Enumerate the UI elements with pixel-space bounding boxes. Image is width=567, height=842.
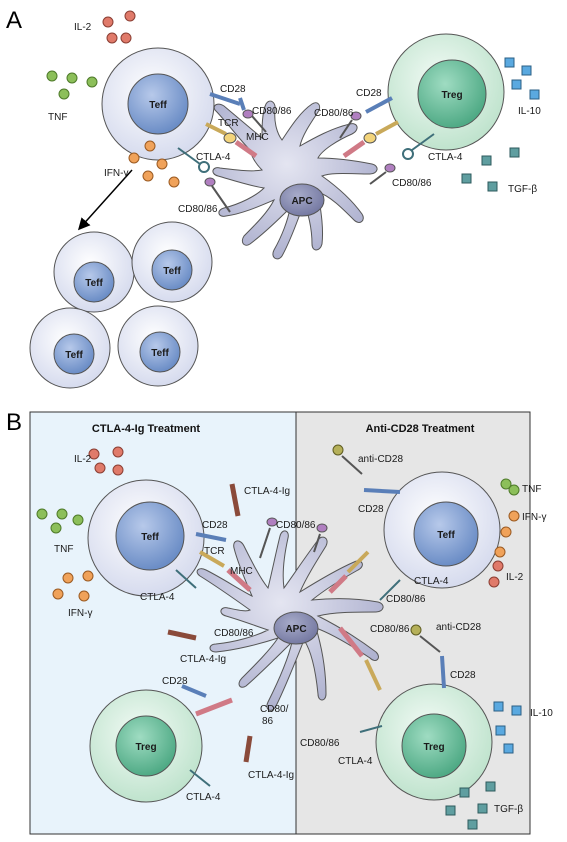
treg-cell-b-right: Treg (375, 683, 493, 801)
anti-cd28-header: Anti-CD28 Treatment (366, 423, 475, 435)
teff-label-b-left: Teff (141, 532, 159, 543)
label-mhc-a: MHC (246, 132, 269, 143)
daughter-teff-label: Teff (151, 348, 169, 359)
label-il2-b-left: IL-2 (74, 454, 92, 465)
treg-cell-b-left: Treg (89, 689, 203, 803)
cytokines-a: IL-2 TNF IFN-γ IL-10 TGF-β (46, 10, 541, 195)
label-cd28-b-l2: CD28 (162, 676, 188, 687)
daughter-teff-1: Teff (53, 231, 135, 313)
label-ifng-b-left: IFN-γ (68, 608, 92, 619)
label-cd80-b-r3: CD80/86 (300, 738, 340, 749)
daughter-teff-label: Teff (85, 278, 103, 289)
cd80-86-ligand (242, 109, 254, 119)
ctla4-receptor (177, 147, 201, 165)
label-tcr-a: TCR (218, 118, 239, 129)
ctla4ig-header: CTLA-4-Ig Treatment (92, 423, 201, 435)
label-ctla4-a-left: CTLA-4 (196, 152, 231, 163)
label-anti-cd28-2: anti-CD28 (436, 622, 481, 633)
label-il2-a: IL-2 (74, 22, 92, 33)
label-ctla4-b-r1: CTLA-4 (414, 576, 449, 587)
panel-b-letter: B (6, 409, 22, 436)
teff-cell-a: Teff (101, 47, 215, 161)
daughter-teff-4: Teff (117, 305, 199, 387)
label-tgfb-a: TGF-β (508, 184, 537, 195)
label-mhc-b: MHC (230, 566, 253, 577)
apc-label-b: APC (285, 624, 306, 635)
label-ctla4ig-1: CTLA-4-Ig (244, 486, 290, 497)
label-ctla4ig-3: CTLA-4-Ig (248, 770, 294, 781)
receptors-b (167, 444, 446, 787)
label-cd28-a-left: CD28 (220, 84, 246, 95)
teff-cell-b-right: Teff (383, 471, 501, 589)
label-ctla4-b-l2: CTLA-4 (186, 792, 221, 803)
label-cd80-a4: CD80/86 (392, 178, 432, 189)
cytokines-b: IL-2 TNF IFN-γ TNF IFN-γ IL-2 IL-10 TGF-… (36, 446, 553, 830)
label-cd80-b-r1: CD80/86 (386, 594, 426, 605)
label-cd80-b-r2: CD80/86 (370, 624, 410, 635)
label-cd80-a1: CD80/86 (252, 106, 292, 117)
tcr-receptor (205, 122, 227, 136)
label-ctla4-b-l1: CTLA-4 (140, 592, 175, 603)
label-tnf-b-left: TNF (54, 544, 73, 555)
label-tnf-b-right: TNF (522, 484, 541, 495)
label-il10-a: IL-10 (518, 106, 541, 117)
daughter-teff-3: Teff (29, 307, 111, 389)
treg-label-b-right: Treg (423, 742, 444, 753)
teff-label-a: Teff (149, 100, 167, 111)
mhc-molecule (234, 139, 258, 159)
apc-nucleus-a (279, 183, 325, 217)
label-ctla4-b-r2: CTLA-4 (338, 756, 373, 767)
label-ifng-b-right: IFN-γ (522, 512, 546, 523)
treg-label-b-left: Treg (135, 742, 156, 753)
teff-cell-b-left: Teff (87, 479, 205, 597)
apc-cell-a: APC (212, 100, 378, 260)
cd28-receptor (209, 92, 246, 111)
daughter-teff-2: Teff (131, 221, 213, 303)
daughter-teff-label: Teff (65, 350, 83, 361)
label-cd80-b-top: CD80/86 (276, 520, 316, 531)
receptors-a (177, 92, 435, 213)
apc-cell-b: APC (196, 530, 384, 711)
proliferation-arrow (77, 169, 133, 231)
label-cd80-b-l3b: 86 (262, 716, 274, 727)
label-tgfb-b: TGF-β (494, 804, 523, 815)
daughter-teff-label: Teff (163, 266, 181, 277)
label-ctla4-a-right: CTLA-4 (428, 152, 463, 163)
label-tcr-b: TCR (204, 546, 225, 557)
label-ctla4ig-2: CTLA-4-Ig (180, 654, 226, 665)
label-cd28-b-l1: CD28 (202, 520, 228, 531)
daughter-teff-cells: Teff Teff Teff Teff (29, 221, 213, 389)
label-cd28-b-r2: CD28 (450, 670, 476, 681)
label-cd80-a3: CD80/86 (314, 108, 354, 119)
label-cd28-b-r1: CD28 (358, 504, 384, 515)
treg-label-a: Treg (441, 90, 462, 101)
label-cd80-b-l2: CD80/86 (214, 628, 254, 639)
label-cd80-a2: CD80/86 (178, 204, 218, 215)
teff-label-b-right: Teff (437, 530, 455, 541)
label-cd28-a-right: CD28 (356, 88, 382, 99)
apc-label-a: APC (291, 196, 312, 207)
label-tnf-a: TNF (48, 112, 67, 123)
label-il2-b-right: IL-2 (506, 572, 524, 583)
treg-cell-a: Treg (387, 33, 505, 151)
label-ifng-a: IFN-γ (104, 168, 128, 179)
label-il10-b: IL-10 (530, 708, 553, 719)
label-anti-cd28-1: anti-CD28 (358, 454, 403, 465)
label-cd80-b-l3: CD80/ (260, 704, 289, 715)
panel-a-letter: A (6, 7, 22, 34)
